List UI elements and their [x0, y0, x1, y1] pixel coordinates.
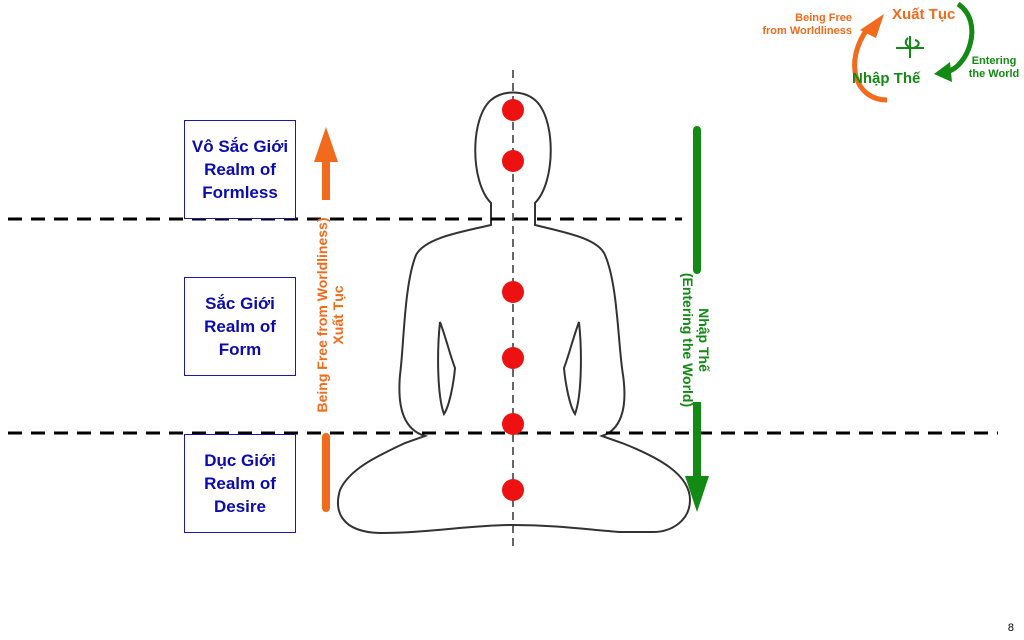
- descend-label: Nhập Thế (Entering the World): [680, 240, 712, 440]
- realm-box-form: Sắc Giới Realm of Form: [184, 277, 296, 376]
- realm-name-en: Realm of: [204, 160, 276, 179]
- cycle-left-line1: Being Free: [795, 12, 852, 24]
- chakra-dot: [502, 150, 524, 172]
- ascend-label-vi: Xuất Tục: [330, 285, 346, 345]
- cycle-arrow-orange-head: [860, 14, 884, 38]
- ascend-label: Being Free from Worldliness) Xuất Tục: [314, 195, 346, 435]
- chakra-dot: [502, 281, 524, 303]
- realm-box-formless: Vô Sắc Giới Realm of Formless: [184, 120, 296, 219]
- realm-name-vi: Vô Sắc Giới: [191, 137, 289, 156]
- realm-name-en: Desire: [214, 497, 266, 516]
- ascend-label-en: Being Free from Worldliness): [314, 217, 330, 413]
- realm-name-vi: Dục Giới: [204, 451, 276, 470]
- left-arm-outline: [437, 321, 457, 417]
- cycle-center-glyph: [896, 36, 924, 58]
- descend-label-vi: Nhập Thế: [696, 308, 712, 372]
- realm-name-en: Realm of: [204, 474, 276, 493]
- cycle-arrow-orange: [852, 26, 888, 103]
- meditating-figure-outline: [337, 91, 692, 535]
- right-arm-outline: [562, 321, 582, 417]
- realm-name-en: Formless: [202, 183, 278, 202]
- cycle-bottom-label: Nhập Thế: [852, 70, 921, 87]
- chakra-dot: [502, 99, 524, 121]
- ascend-arrow-head: [314, 127, 338, 162]
- chakra-dot: [502, 479, 524, 501]
- cycle-right-line2: the World: [968, 68, 1020, 80]
- cycle-arrow-green: [945, 1, 975, 75]
- chakra-dot: [502, 413, 524, 435]
- cycle-left-label: Being Free from Worldliness: [752, 12, 852, 38]
- descend-arrow-head: [685, 476, 709, 512]
- cycle-top-label: Xuất Tục: [892, 6, 956, 23]
- chakra-dot: [502, 347, 524, 369]
- cycle-left-line2: from Worldliness: [762, 25, 852, 37]
- descend-label-en: (Entering the World): [680, 272, 696, 408]
- cycle-right-label: Entering the World: [966, 55, 1022, 81]
- page-number: 8: [1007, 622, 1014, 634]
- realm-name-vi: Sắc Giới: [205, 294, 275, 313]
- cycle-right-line1: Entering: [971, 55, 1017, 67]
- cycle-arrow-green-head: [934, 62, 952, 82]
- realm-name-en: Form: [218, 340, 262, 359]
- realm-box-desire: Dục Giới Realm of Desire: [184, 434, 296, 533]
- realm-name-en: Realm of: [204, 317, 276, 336]
